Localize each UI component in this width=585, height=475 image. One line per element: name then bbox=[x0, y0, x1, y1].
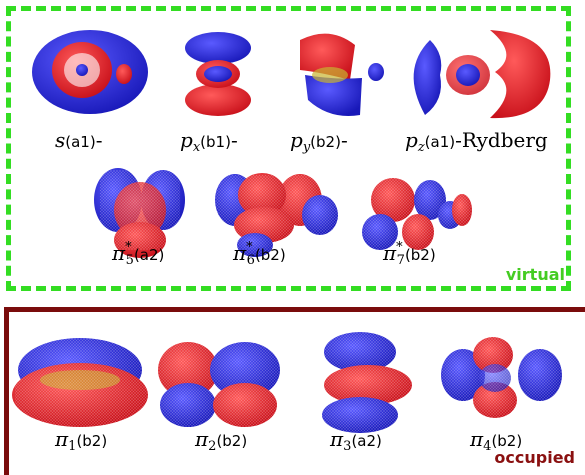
pi1-orbital bbox=[12, 335, 150, 430]
pi7-star-orbital bbox=[360, 175, 475, 255]
label-pi3: π3(a2) bbox=[330, 427, 382, 454]
pi5-star-orbital bbox=[94, 168, 185, 258]
pz-rydberg-orbital bbox=[413, 30, 551, 119]
occupied-orbitals-frame bbox=[4, 307, 585, 475]
label-pi1: π1(b2) bbox=[55, 427, 108, 454]
pi6-star-orbital bbox=[215, 173, 340, 257]
label-px-rydberg: px(b1)- bbox=[180, 128, 238, 155]
py-rydberg-orbital bbox=[300, 33, 384, 116]
occupied-tag: occupied bbox=[494, 448, 575, 467]
px-rydberg-orbital bbox=[185, 32, 251, 116]
label-pi2: π2(b2) bbox=[195, 427, 248, 454]
label-pi7-star: π*7(b2) bbox=[383, 240, 436, 268]
label-py-rydberg: py(b2)- bbox=[290, 128, 348, 155]
label-pi4: π4(b2) bbox=[470, 427, 523, 454]
virtual-tag: virtual bbox=[505, 265, 565, 284]
label-pi5-star: π*5(a2) bbox=[112, 240, 165, 268]
virtual-orbitals-frame bbox=[6, 6, 571, 291]
s-rydberg-orbital bbox=[32, 30, 148, 114]
pi4-orbital bbox=[440, 335, 565, 420]
pi2-orbital bbox=[158, 340, 282, 435]
label-s-rydberg: s(a1)- bbox=[55, 128, 103, 152]
pi3-orbital bbox=[322, 332, 417, 433]
label-pz-rydberg: pz(a1)-Rydberg bbox=[405, 128, 548, 155]
label-pi6-star: π*6(b2) bbox=[233, 240, 286, 268]
